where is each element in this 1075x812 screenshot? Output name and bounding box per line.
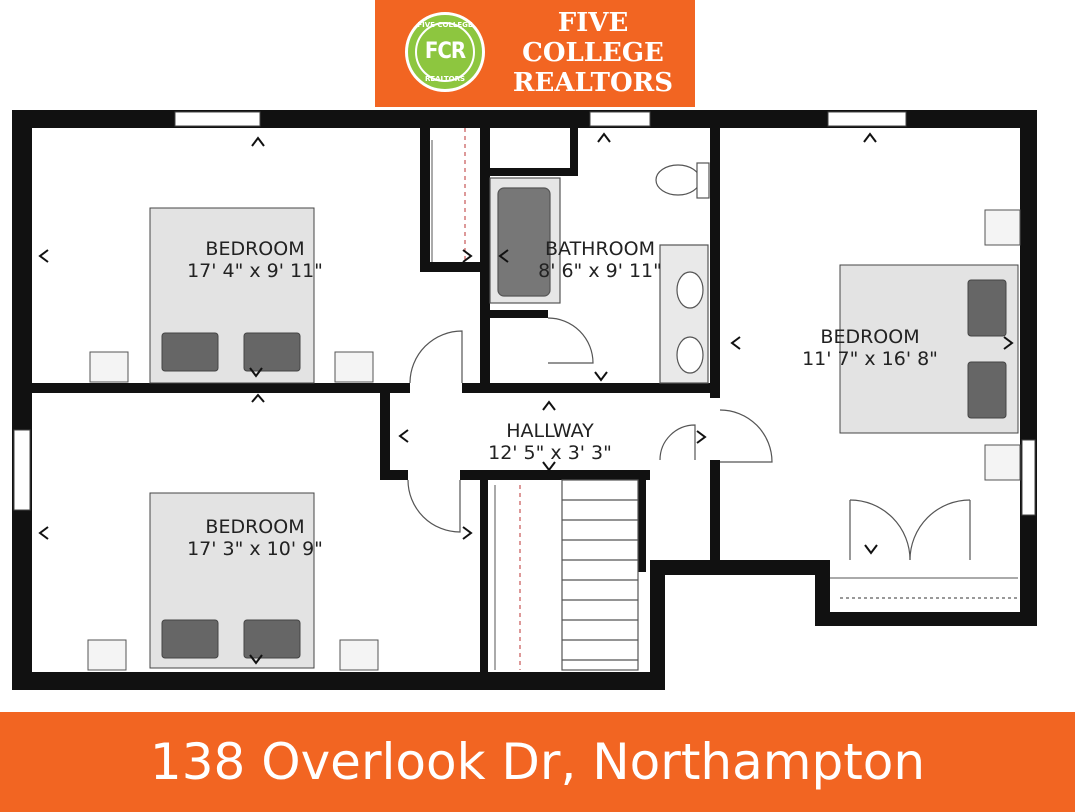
interior-walls — [32, 128, 720, 672]
room-label-bathroom: BATHROOM 8' 6" x 9' 11" — [515, 238, 685, 282]
room-name: BEDROOM — [820, 326, 920, 348]
windows — [13, 111, 1036, 516]
room-name: BEDROOM — [205, 238, 305, 260]
door-arrows — [38, 132, 1014, 665]
room-size: 17' 4" x 9' 11" — [187, 260, 323, 282]
room-size: 11' 7" x 16' 8" — [802, 348, 938, 370]
logo-line-1: FIVE — [557, 8, 629, 38]
room-size: 17' 3" x 10' 9" — [187, 538, 323, 560]
closets — [431, 128, 1018, 670]
room-label-bedroom-3: BEDROOM 17' 3" x 10' 9" — [160, 516, 350, 560]
badge-ring-bottom-text: REALTORS — [424, 75, 466, 83]
room-size: 8' 6" x 9' 11" — [538, 260, 662, 282]
badge-ring — [415, 22, 475, 82]
badge-initials: FCR — [424, 39, 466, 64]
bathroom-fixtures — [489, 162, 710, 384]
beds — [149, 207, 1019, 669]
nightstands — [87, 209, 1021, 671]
logo-wordmark: FIVE COLLEGE REALTORS — [503, 8, 683, 98]
badge-ring-top-text: FIVE COLLEGE — [417, 21, 473, 29]
logo-line-3: REALTORS — [512, 68, 674, 98]
room-name: BEDROOM — [205, 516, 305, 538]
room-label-bedroom-1: BEDROOM 17' 4" x 9' 11" — [160, 238, 350, 282]
realtor-logo: FIVE COLLEGE FCR REALTORS FIVE COLLEGE R… — [375, 0, 695, 107]
fcr-badge-icon: FIVE COLLEGE FCR REALTORS — [405, 12, 485, 92]
room-label-bedroom-2: BEDROOM 11' 7" x 16' 8" — [775, 326, 965, 370]
room-size: 12' 5" x 3' 3" — [488, 442, 612, 464]
floor-plan — [12, 110, 1037, 690]
room-name: HALLWAY — [506, 420, 594, 442]
room-name: BATHROOM — [545, 238, 655, 260]
logo-line-2: COLLEGE — [522, 38, 664, 68]
address-banner: 138 Overlook Dr, Northampton — [0, 712, 1075, 812]
staircase — [561, 479, 639, 671]
doors — [407, 317, 971, 561]
room-label-hallway: HALLWAY 12' 5" x 3' 3" — [465, 420, 635, 464]
